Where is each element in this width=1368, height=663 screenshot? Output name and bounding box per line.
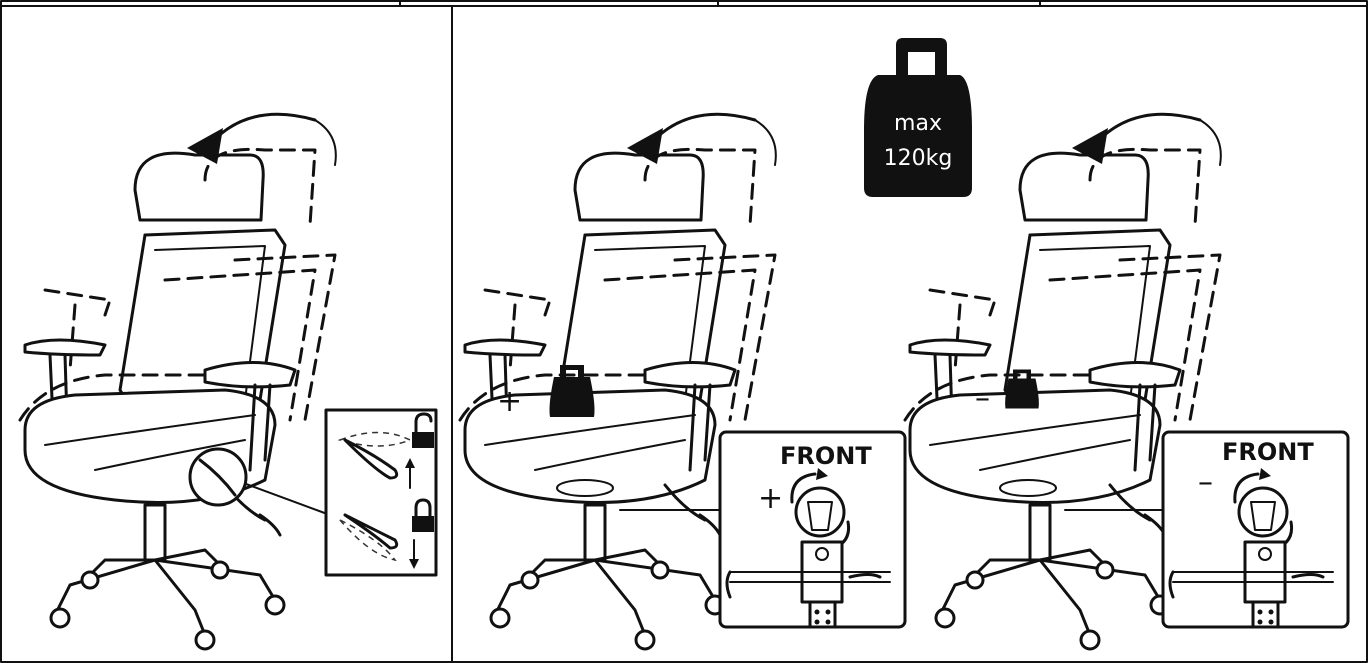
seat-weight-icon [549, 365, 595, 417]
tension-sign-minus: – [1198, 465, 1213, 500]
seat-sign-minus: – [975, 381, 990, 416]
chair-illustration [18, 112, 338, 651]
front-label: FRONT [780, 442, 872, 470]
weight-line-max: max [894, 111, 942, 136]
callout-line [245, 483, 331, 516]
front-label: FRONT [1222, 438, 1314, 466]
tension-sign-plus: + [758, 481, 783, 516]
panel-tension-decrease: – FRONT – [903, 112, 1350, 651]
panel-recline-lock [18, 112, 438, 651]
unlock-icon [412, 412, 434, 448]
max-weight-badge: max 120kg [864, 38, 972, 197]
knob-rotation-ring [999, 479, 1057, 497]
knob-rotation-ring [556, 479, 614, 497]
lock-icon [412, 498, 434, 532]
weight-line-value: 120kg [884, 146, 953, 171]
seat-sign-plus: + [497, 384, 522, 419]
panel-tension-increase: + FRONT + [458, 112, 907, 651]
